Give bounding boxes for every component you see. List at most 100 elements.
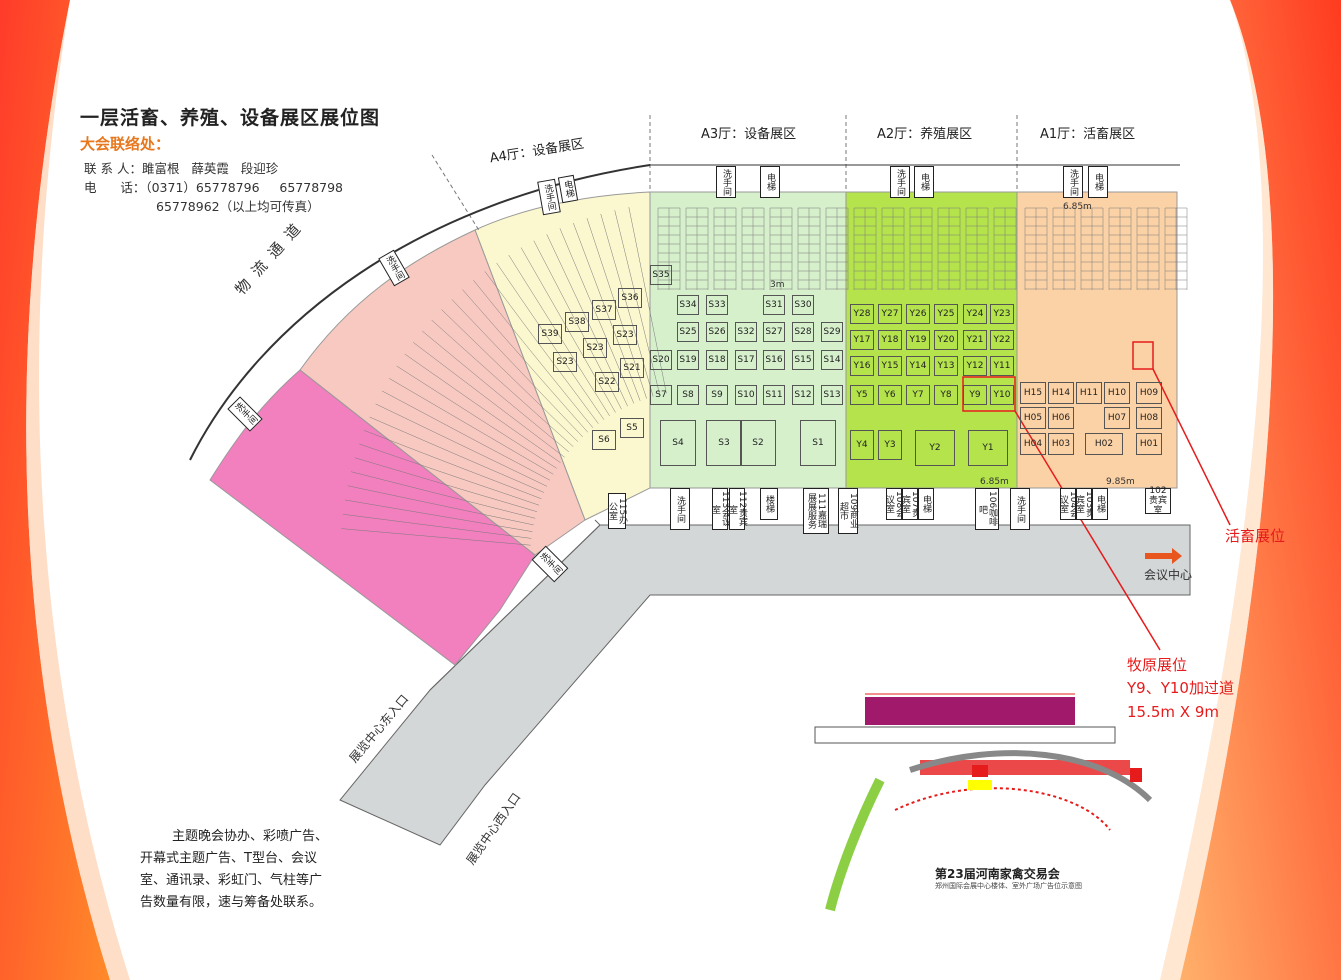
room-elevator-a2: 电梯 bbox=[918, 488, 934, 520]
hall-a1-label: A1厅：活畜展区 bbox=[1040, 127, 1136, 142]
room-113: 113会议室 bbox=[710, 488, 730, 530]
dim-a1-top: 6.85m bbox=[1063, 202, 1092, 212]
booth: Y4 bbox=[850, 430, 874, 460]
room-elevator-a1: 电梯 bbox=[1092, 488, 1108, 520]
room-104: 104会议室 bbox=[1058, 488, 1078, 520]
booth: S18 bbox=[706, 350, 728, 370]
booth: H01 bbox=[1136, 433, 1162, 455]
room-wash-a2-top: 洗手间 bbox=[890, 166, 910, 198]
booth: H10 bbox=[1104, 382, 1130, 404]
booth: S6 bbox=[592, 430, 616, 450]
booth: S31 bbox=[763, 295, 785, 315]
room-109: 109商业超市 bbox=[838, 488, 858, 534]
booth: S28 bbox=[792, 322, 814, 342]
contact-heading: 大会联络处： bbox=[80, 135, 171, 153]
room-108: 108会议室 bbox=[884, 488, 904, 520]
left-decoration bbox=[0, 0, 110, 980]
booth: S16 bbox=[763, 350, 785, 370]
booth: Y25 bbox=[934, 304, 958, 324]
inset-map bbox=[814, 693, 1153, 912]
muyuan-booth-detail: Y9、Y10加过道 bbox=[1127, 679, 1234, 697]
booth: S32 bbox=[735, 322, 757, 342]
room-107: 107贵宾室 bbox=[900, 488, 920, 520]
booth: H11 bbox=[1076, 382, 1102, 404]
booth: S22 bbox=[595, 372, 619, 392]
booth: Y1 bbox=[968, 430, 1008, 466]
booth: S2 bbox=[740, 420, 776, 466]
booth: S20 bbox=[650, 350, 672, 370]
note-line: 主题晚会协办、彩喷广告、 bbox=[172, 829, 329, 844]
booth: Y16 bbox=[850, 356, 874, 376]
booth: S30 bbox=[792, 295, 814, 315]
booth: S1 bbox=[800, 420, 836, 466]
booth: Y9 bbox=[963, 385, 987, 405]
page-title: 一层活畜、养殖、设备展区展位图 bbox=[80, 107, 381, 129]
booth: S10 bbox=[735, 385, 757, 405]
booth: H08 bbox=[1136, 407, 1162, 429]
booth: Y14 bbox=[906, 356, 930, 376]
booth: Y5 bbox=[850, 385, 874, 405]
booth: S37 bbox=[592, 300, 616, 320]
booth: S8 bbox=[677, 385, 699, 405]
booth: Y8 bbox=[934, 385, 958, 405]
meeting-center-label: 会议中心 bbox=[1144, 568, 1193, 582]
booth: H02 bbox=[1085, 433, 1123, 455]
booth: S21 bbox=[620, 358, 644, 378]
hall-a4-pink bbox=[209, 369, 536, 666]
booth: Y2 bbox=[915, 430, 955, 466]
inset-subtitle: 郑州国际会展中心楼体、室外广场广告位示意图 bbox=[935, 882, 1082, 890]
booth: S9 bbox=[706, 385, 728, 405]
room-106: 106咖啡吧 bbox=[975, 488, 999, 530]
booth: Y10 bbox=[990, 385, 1014, 405]
booth: Y24 bbox=[963, 304, 987, 324]
booth: S29 bbox=[821, 322, 843, 342]
booth: H14 bbox=[1048, 382, 1074, 404]
booth: S23 bbox=[553, 352, 577, 372]
booth: S39 bbox=[538, 324, 562, 344]
dim-a3: 3m bbox=[770, 280, 785, 290]
dim-a2: 6.85m bbox=[980, 477, 1009, 487]
booth: Y17 bbox=[850, 330, 874, 350]
booth: Y28 bbox=[850, 304, 874, 324]
booth: H09 bbox=[1136, 382, 1162, 404]
booth: S23 bbox=[583, 338, 607, 358]
booth: Y21 bbox=[963, 330, 987, 350]
booth: Y26 bbox=[906, 304, 930, 324]
booth: Y22 bbox=[990, 330, 1014, 350]
booth: Y7 bbox=[906, 385, 930, 405]
booth: Y15 bbox=[878, 356, 902, 376]
right-decoration bbox=[1180, 0, 1341, 980]
muyuan-booth-size: 15.5m X 9m bbox=[1127, 703, 1219, 721]
room-112: 112贵宾室 bbox=[727, 488, 747, 530]
booth: S26 bbox=[706, 322, 728, 342]
booth: Y3 bbox=[878, 430, 902, 460]
note-line: 开幕式主题广告、T型台、会议 bbox=[140, 851, 317, 866]
room-stairs-a3: 楼梯 bbox=[760, 488, 778, 520]
booth: H03 bbox=[1048, 433, 1074, 455]
booth: Y18 bbox=[878, 330, 902, 350]
contact-people: 联 系 人：雎富根 薛英霞 段迎珍 bbox=[84, 161, 279, 176]
contact-phone: 电 话：（0371）65778796 65778798 bbox=[84, 180, 344, 195]
booth: S17 bbox=[735, 350, 757, 370]
room-elevator-a2-top: 电梯 bbox=[914, 166, 934, 198]
booth: Y12 bbox=[963, 356, 987, 376]
note-line: 室、通讯录、彩虹门、气柱等广 bbox=[140, 873, 323, 888]
booth: S19 bbox=[677, 350, 699, 370]
booth: S27 bbox=[763, 322, 785, 342]
booth: Y13 bbox=[934, 356, 958, 376]
hall-a2-area bbox=[845, 191, 1018, 489]
hall-a2-label: A2厅：养殖展区 bbox=[877, 127, 973, 142]
booth: Y20 bbox=[934, 330, 958, 350]
booth: S38 bbox=[565, 312, 589, 332]
muyuan-booth-annotation: 牧原展位 bbox=[1127, 656, 1188, 674]
room-elevator-a3-top: 电梯 bbox=[760, 166, 780, 198]
note-line: 告数量有限，速与筹备处联系。 bbox=[140, 895, 323, 910]
hall-a1-area bbox=[1016, 191, 1178, 489]
room-wash-a1-top: 洗手间 bbox=[1063, 166, 1083, 198]
room-elevator-a1-top: 电梯 bbox=[1088, 166, 1108, 198]
corridor bbox=[339, 524, 1191, 846]
inset-title: 第23届河南家禽交易会 bbox=[935, 867, 1060, 881]
room-wash-a3-top: 洗手间 bbox=[716, 166, 736, 198]
booth: Y6 bbox=[878, 385, 902, 405]
